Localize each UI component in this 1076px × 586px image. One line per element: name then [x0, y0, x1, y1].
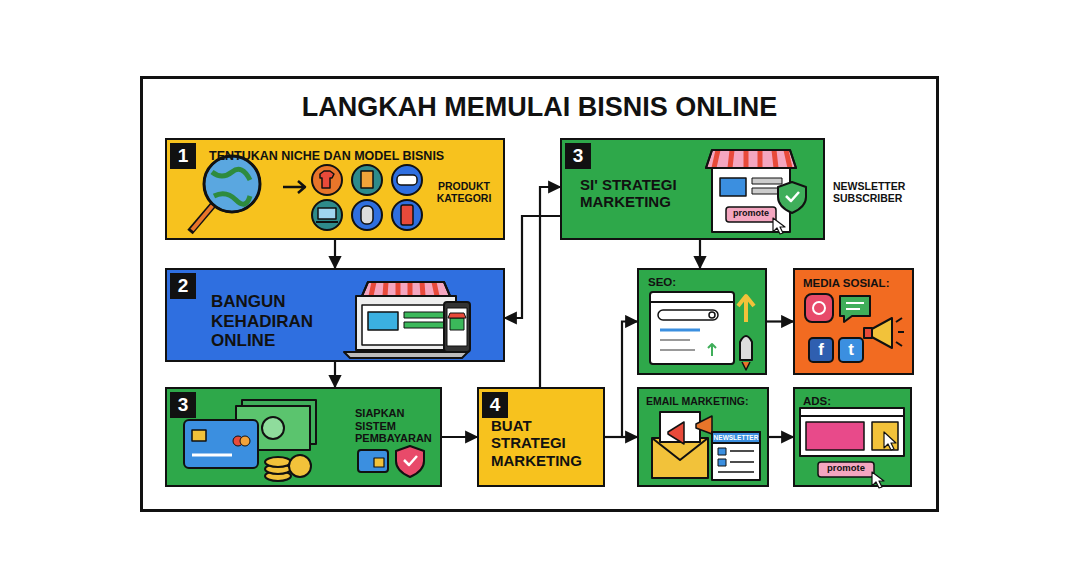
button-text: promote	[726, 208, 776, 218]
connector-arrow	[334, 240, 336, 268]
storefront-promo	[706, 150, 806, 234]
box-label: SIAPKAN SISTEM PEMBAYARAN	[355, 407, 437, 445]
step-box: 2BANGUN KEHADIRAN ONLINE	[165, 268, 505, 362]
step-number: 4	[482, 392, 508, 418]
connector-arrow	[767, 320, 793, 322]
connector-arrow	[605, 322, 637, 438]
box-label: BANGUN KEHADIRAN ONLINE	[211, 292, 331, 351]
box-heading: MEDIA SOSIAL:	[803, 277, 909, 290]
step-box: 4BUAT STRATEGI MARKETING	[477, 387, 605, 487]
step-number: 2	[170, 273, 196, 299]
box-heading: SEO:	[648, 276, 758, 289]
box-heading: ADS:	[803, 395, 903, 408]
step-number: 3	[565, 143, 591, 169]
button-text: promote	[818, 463, 874, 474]
box-label: SI' STRATEGI MARKETING	[580, 176, 705, 211]
connector-arrow	[442, 436, 477, 438]
step-number: 1	[170, 143, 196, 169]
connector-arrow	[605, 436, 637, 438]
icon-text: NEWSLETTER	[712, 434, 760, 441]
magnifier-globe	[190, 156, 305, 232]
box-heading: EMAIL MARKETING:	[646, 395, 764, 407]
connector-arrow	[699, 240, 701, 268]
ads-browser	[800, 408, 904, 488]
payment-icons	[184, 400, 424, 481]
box-label: PRODUKT KATEGORI	[429, 180, 499, 204]
callout-text: NEWSLETTER SUBSCRIBER	[833, 180, 925, 204]
step-box: 1 TENTUKAN NICHE DAN MODEL BISNIS PRODUKT …	[165, 138, 505, 240]
laptop-storefront	[344, 282, 470, 358]
social-letter: t	[839, 340, 863, 360]
box-label: BUAT STRATEGI MARKETING	[491, 417, 599, 469]
step-number: 3	[170, 392, 196, 418]
connector-arrow	[540, 187, 560, 387]
step-box: 3SI' STRATEGI MARKETING	[560, 138, 825, 240]
email-newsletter	[652, 412, 760, 480]
product-category-icons	[312, 165, 422, 230]
diagram-title: LANGKAH MEMULAI BISNIS ONLINE	[143, 92, 936, 123]
connector-arrow	[769, 436, 793, 438]
box-label: TENTUKAN NICHE DAN MODEL BISNIS	[209, 149, 479, 163]
social-letter: f	[809, 340, 833, 360]
connector-arrow	[505, 216, 560, 318]
social-icons	[805, 294, 904, 362]
channel-box: SEO:	[637, 268, 767, 375]
step-box: 3SIAPKAN SISTEM PEMBAYARAN	[165, 387, 442, 487]
connector-arrow	[334, 362, 336, 387]
seo-browser	[650, 292, 754, 370]
